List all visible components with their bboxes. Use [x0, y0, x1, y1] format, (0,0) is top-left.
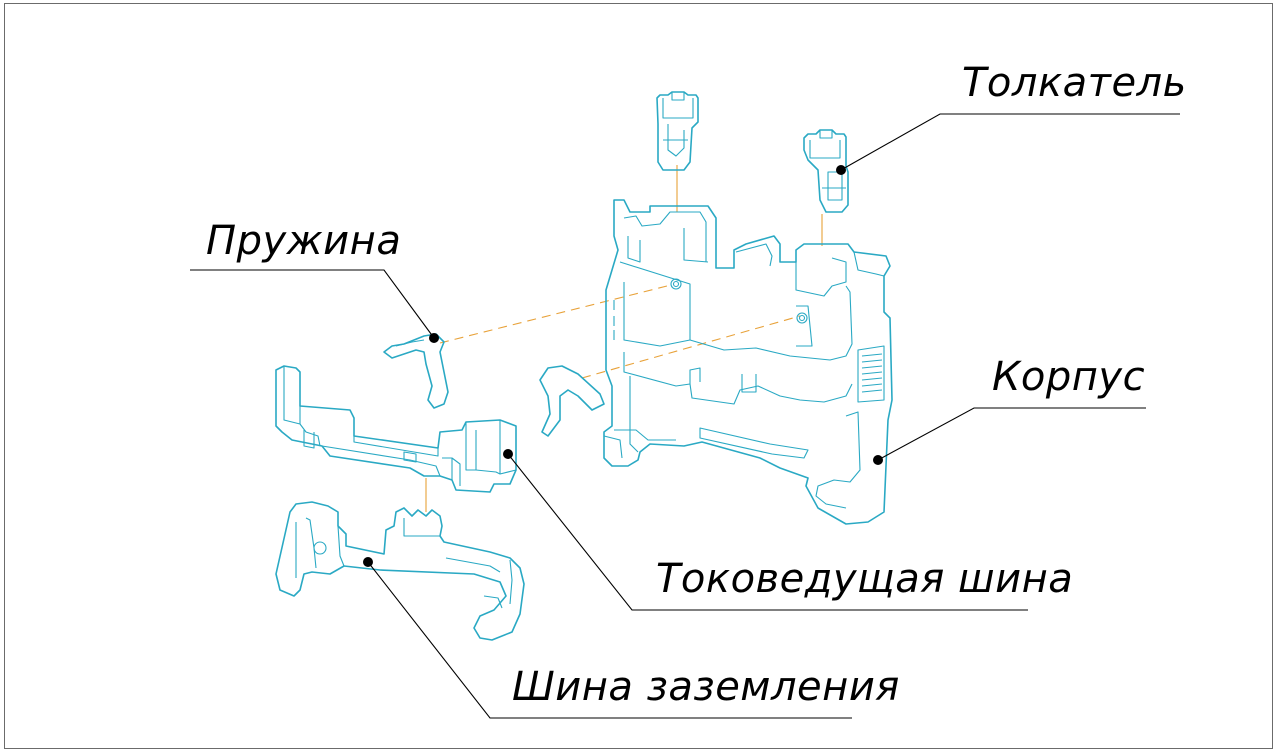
callout-dot-spring	[429, 333, 439, 343]
ground-bar-part	[275, 501, 525, 641]
drawing-frame	[4, 3, 1273, 749]
callout-label-ground-bar: Шина заземления	[512, 664, 900, 710]
leader-housing	[873, 407, 1146, 465]
leader-busbar	[503, 449, 1028, 611]
spring-part	[383, 333, 449, 409]
leader-pusher	[836, 113, 1180, 175]
assembly-axes	[425, 165, 823, 512]
callout-dot-housing	[873, 455, 883, 465]
callout-dot-ground-bar	[363, 557, 373, 567]
callout-label-spring: Пружина	[206, 218, 401, 264]
callout-label-pusher: Толкатель	[962, 60, 1187, 106]
callout-dot-pusher	[836, 165, 846, 175]
callout-label-busbar: Токоведущая шина	[656, 556, 1073, 602]
callout-dot-busbar	[503, 449, 513, 459]
callout-label-housing: Корпус	[992, 354, 1145, 400]
pusher-part-left	[656, 91, 699, 171]
leader-spring	[190, 269, 439, 343]
leader-ground-bar	[363, 557, 852, 719]
housing-part	[603, 199, 893, 525]
spring-part-second	[539, 365, 605, 437]
busbar-part	[275, 365, 517, 493]
